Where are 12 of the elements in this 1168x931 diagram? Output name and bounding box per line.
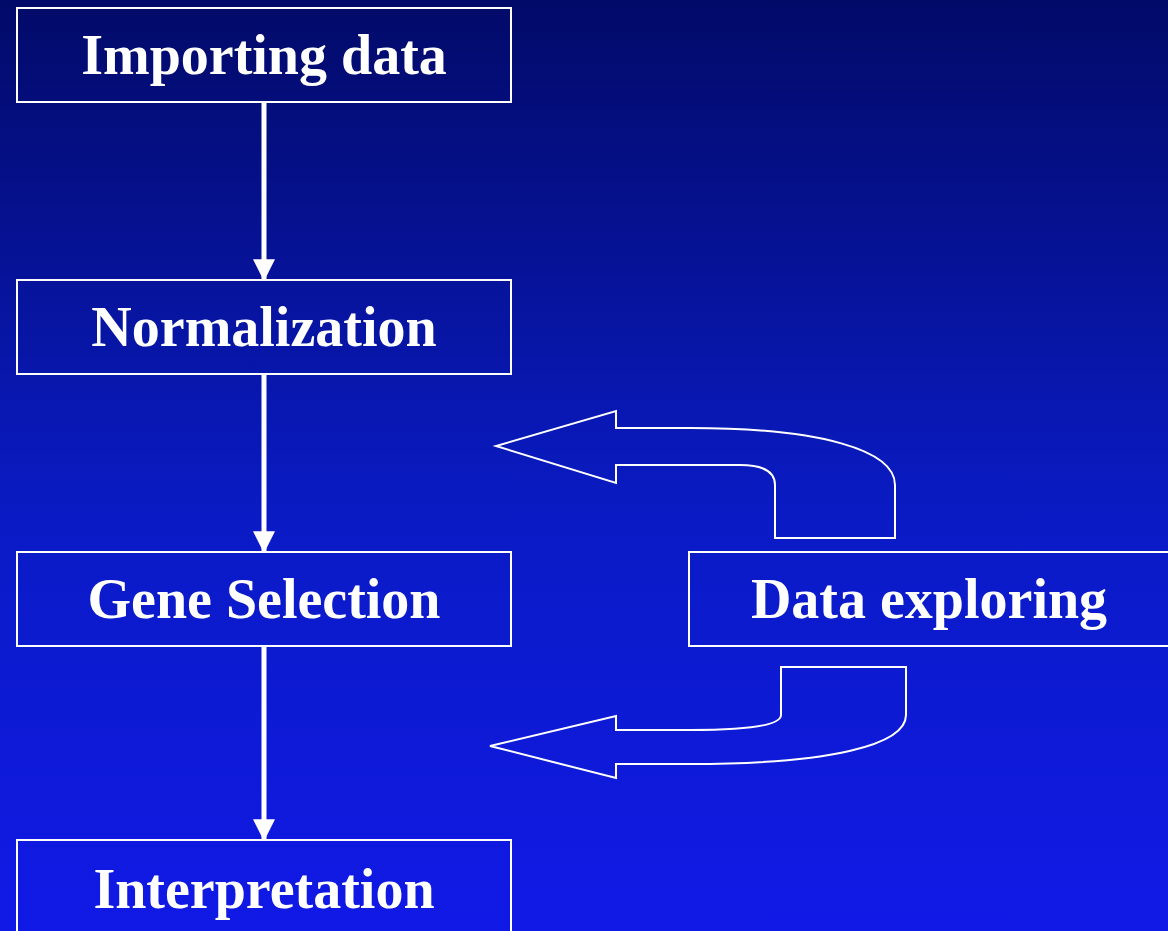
block-arrow (489, 666, 907, 779)
process-box (16, 839, 512, 931)
process-box (16, 7, 512, 103)
block-arrow (495, 410, 896, 539)
arrow (253, 103, 275, 282)
process-box (16, 279, 512, 375)
box-label: Normalization (91, 299, 437, 355)
arrow (253, 647, 275, 842)
process-box (16, 551, 512, 647)
box-label: Gene Selection (87, 571, 441, 627)
arrow (253, 375, 275, 554)
process-box (688, 551, 1168, 647)
